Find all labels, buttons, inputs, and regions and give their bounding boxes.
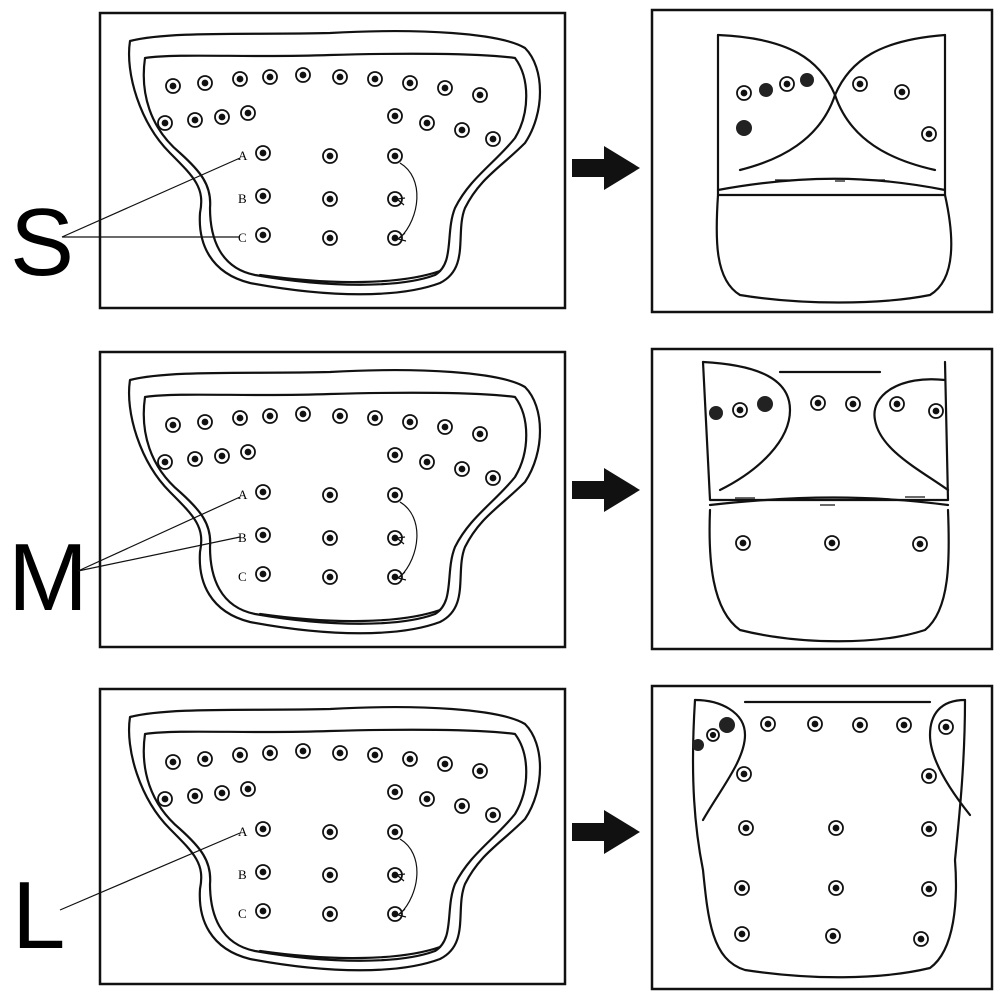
snap-button-icon [736, 120, 752, 136]
right-arrow-icon [572, 146, 640, 190]
pointer-line [61, 157, 241, 238]
open-diaper-s [98, 11, 567, 310]
row-label-b: B [238, 867, 247, 882]
snap-button-icon [757, 396, 773, 412]
size-s-row: A B C S [10, 8, 994, 314]
row-label-b: B [238, 530, 247, 545]
snap-button-icon [719, 717, 735, 733]
size-label-l: L [12, 862, 65, 969]
closed-diaper-m [650, 347, 994, 651]
closed-diaper-l [650, 684, 994, 991]
right-arrow-icon [572, 810, 640, 854]
snap-button-icon [759, 83, 773, 97]
row-label-a: A [238, 824, 248, 839]
row-label-a: A [238, 487, 248, 502]
snap-button-icon [800, 73, 814, 87]
size-l-row: A B C L [12, 684, 994, 991]
open-diaper-l [98, 687, 567, 986]
right-arrow-icon [572, 468, 640, 512]
snap-button-icon [709, 406, 723, 420]
row-label-c: C [238, 906, 247, 921]
size-label-s: S [10, 189, 74, 296]
open-diaper-m [98, 350, 567, 649]
size-label-m: M [8, 524, 88, 631]
closed-diaper-s [650, 8, 994, 314]
pointer-line [77, 496, 241, 572]
row-label-c: C [238, 569, 247, 584]
pointer-line [77, 536, 241, 572]
row-label-a: A [238, 148, 248, 163]
row-label-b: B [238, 191, 247, 206]
size-m-row: A B C M [8, 347, 994, 651]
snap-button-icon [692, 739, 704, 751]
pointer-line [59, 832, 241, 911]
row-label-c: C [238, 230, 247, 245]
